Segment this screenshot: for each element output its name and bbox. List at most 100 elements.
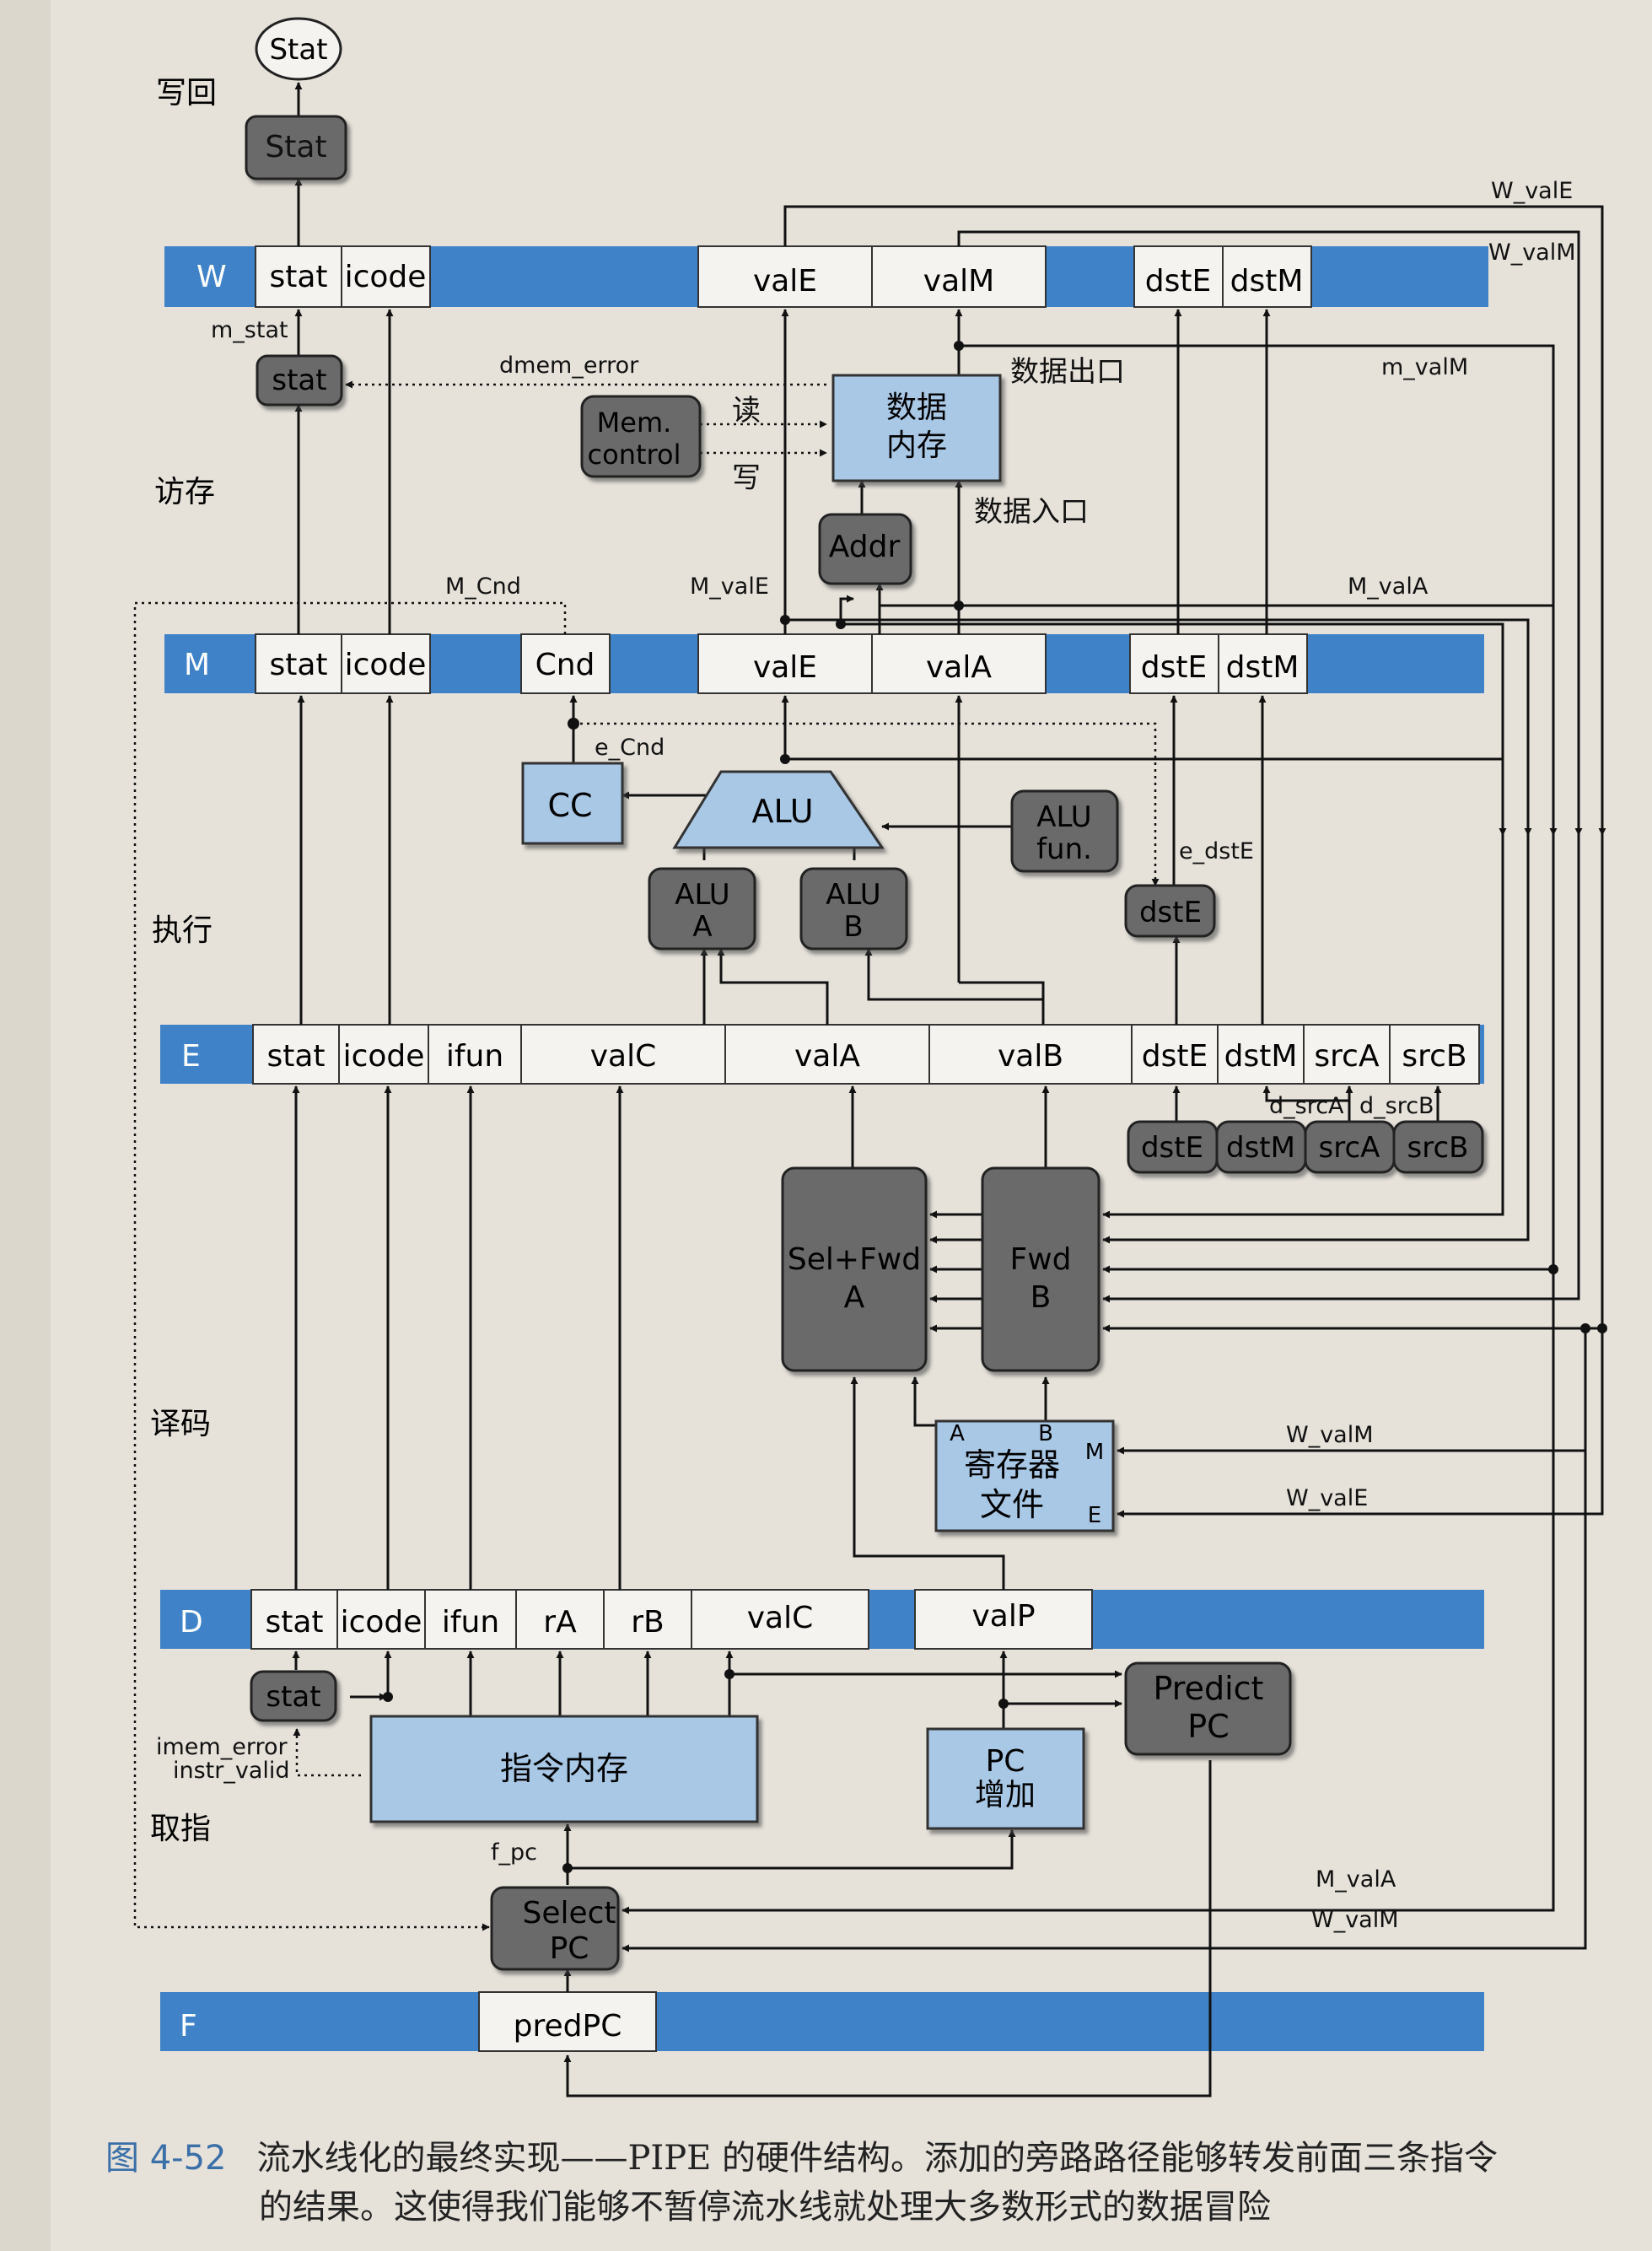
regfile-port-e: E: [1088, 1503, 1101, 1528]
e-dstE: dstE: [1142, 1039, 1208, 1074]
sig-w-valm-rf: W_valM: [1286, 1422, 1374, 1448]
stage-label-decode: 译码: [150, 1407, 211, 1441]
selfwd-a-line2: A: [844, 1280, 865, 1315]
regfile-line2: 文件: [980, 1486, 1044, 1523]
alu-b-block: [799, 867, 908, 950]
e-valC: valC: [590, 1039, 657, 1074]
d-ifun: ifun: [442, 1605, 499, 1640]
register-W: W stat icode valE valM dstE dstM: [164, 245, 1488, 308]
alu-a-line2: A: [692, 910, 712, 944]
d-icode: icode: [341, 1605, 422, 1640]
sig-m-vala: M_valA: [1348, 574, 1429, 600]
sig-d-srcb: d_srcB: [1359, 1093, 1434, 1119]
select-pc-line2: PC: [550, 1931, 589, 1966]
data-memory-line2: 内存: [886, 428, 947, 463]
sig-f-pc: f_pc: [491, 1839, 537, 1866]
instruction-memory-block: [369, 1715, 759, 1823]
m-valA: valA: [926, 650, 992, 685]
w-dstE: dstE: [1145, 264, 1211, 299]
data-memory-line1: 数据: [886, 390, 947, 425]
cc-label: CC: [547, 787, 592, 824]
alu-block: [672, 770, 885, 849]
decode-srcb-label: srcB: [1407, 1131, 1469, 1165]
predict-pc-block: [1124, 1661, 1292, 1756]
alu-fun-block: [1010, 789, 1119, 873]
stage-label-writeback: 写回: [156, 76, 217, 110]
select-pc-line1: Select: [522, 1896, 616, 1931]
e-valB: valB: [998, 1039, 1063, 1074]
regfile-line1: 寄存器: [964, 1446, 1060, 1484]
sig-data-in: 数据入口: [974, 495, 1089, 529]
d-rB: rB: [631, 1605, 665, 1640]
stat-output-oval: [255, 17, 342, 81]
alu-b-line2: B: [843, 910, 863, 944]
reg-W-name: W: [196, 260, 227, 294]
alu-a-line1: ALU: [675, 878, 729, 912]
caption-line2: 的结果。这使得我们能够不暂停流水线就处理大多数形式的数据冒险: [259, 2188, 1271, 2227]
sig-e-cnd: e_Cnd: [595, 735, 665, 761]
e-dstM: dstM: [1224, 1039, 1298, 1074]
sig-dmem-error: dmem_error: [499, 353, 639, 379]
addr-label: Addr: [829, 530, 901, 564]
stat-m-label: stat: [272, 363, 326, 397]
regfile-port-b: B: [1038, 1421, 1053, 1446]
stat-output-label: Stat: [269, 33, 327, 67]
w-valE: valE: [753, 264, 817, 299]
stat-m-block: [256, 354, 343, 407]
regfile-port-a: A: [950, 1421, 965, 1446]
decode-dst-row: [1127, 1120, 1484, 1174]
data-memory-block: [831, 374, 1002, 482]
caption-line1: 流水线化的最终实现——PIPE 的硬件结构。添加的旁路路径能够转发前面三条指令: [256, 2139, 1499, 2178]
e-ifun: ifun: [446, 1039, 503, 1074]
register-file-block: [934, 1419, 1115, 1532]
mem-control-block: [580, 395, 702, 478]
alu-fun-line1: ALU: [1036, 800, 1091, 834]
regfile-port-m: M: [1085, 1440, 1104, 1465]
addr-block: [818, 513, 912, 585]
reg-F-name: F: [180, 2009, 197, 2044]
sig-m-vala-f: M_valA: [1316, 1866, 1396, 1893]
sig-w-valm-top: W_valM: [1488, 240, 1576, 266]
register-E: E stat icode ifun valC valA valB dstE ds…: [160, 1024, 1484, 1085]
stat-f-label: stat: [266, 1680, 320, 1714]
m-valE: valE: [753, 650, 817, 685]
sig-read: 读: [732, 394, 761, 428]
stage-label-memory: 访存: [154, 475, 215, 509]
w-stat: stat: [269, 260, 327, 294]
w-dstM: dstM: [1230, 264, 1304, 299]
sig-write: 写: [732, 461, 761, 495]
reg-D-name: D: [180, 1605, 203, 1640]
dste-exec-block: [1124, 884, 1216, 938]
sig-w-vale-top: W_valE: [1491, 178, 1573, 204]
stat-w-block: [245, 115, 347, 180]
stage-label-fetch: 取指: [150, 1812, 211, 1846]
figure-caption: 图 4-52 流水线化的最终实现——PIPE 的硬件结构。添加的旁路路径能够转发前…: [105, 2134, 1640, 2232]
m-dstM: dstM: [1226, 650, 1300, 685]
figure-number: 图 4-52: [105, 2139, 227, 2178]
m-cnd: Cnd: [535, 648, 595, 682]
w-icode: icode: [345, 260, 427, 294]
sig-w-valm-f: W_valM: [1311, 1907, 1399, 1933]
m-icode: icode: [345, 648, 427, 682]
sig-m-cnd: M_Cnd: [445, 574, 521, 600]
stat-f-block: [250, 1670, 337, 1722]
junctions: [383, 341, 1607, 1873]
predict-pc-line1: Predict: [1154, 1670, 1264, 1707]
m-dstE: dstE: [1141, 650, 1207, 685]
selfwd-a-line1: Sel+Fwd: [788, 1242, 921, 1277]
e-icode: icode: [343, 1039, 425, 1074]
alu-b-line1: ALU: [826, 878, 880, 912]
select-pc-block: [490, 1886, 620, 1971]
e-srcB: srcB: [1402, 1039, 1466, 1074]
fwd-b-block: [981, 1166, 1100, 1372]
d-valP: valP: [971, 1599, 1035, 1634]
d-valC: valC: [747, 1601, 814, 1635]
sig-m-vale: M_valE: [690, 574, 769, 600]
mem-control-line2: control: [588, 439, 681, 471]
f-predPC: predPC: [514, 2009, 622, 2044]
sig-w-vale-rf: W_valE: [1286, 1485, 1368, 1511]
predict-pc-line2: PC: [1187, 1708, 1229, 1745]
d-stat: stat: [265, 1605, 323, 1640]
decode-dstm-label: dstM: [1226, 1131, 1295, 1165]
dotted-wires: [133, 380, 1160, 1931]
